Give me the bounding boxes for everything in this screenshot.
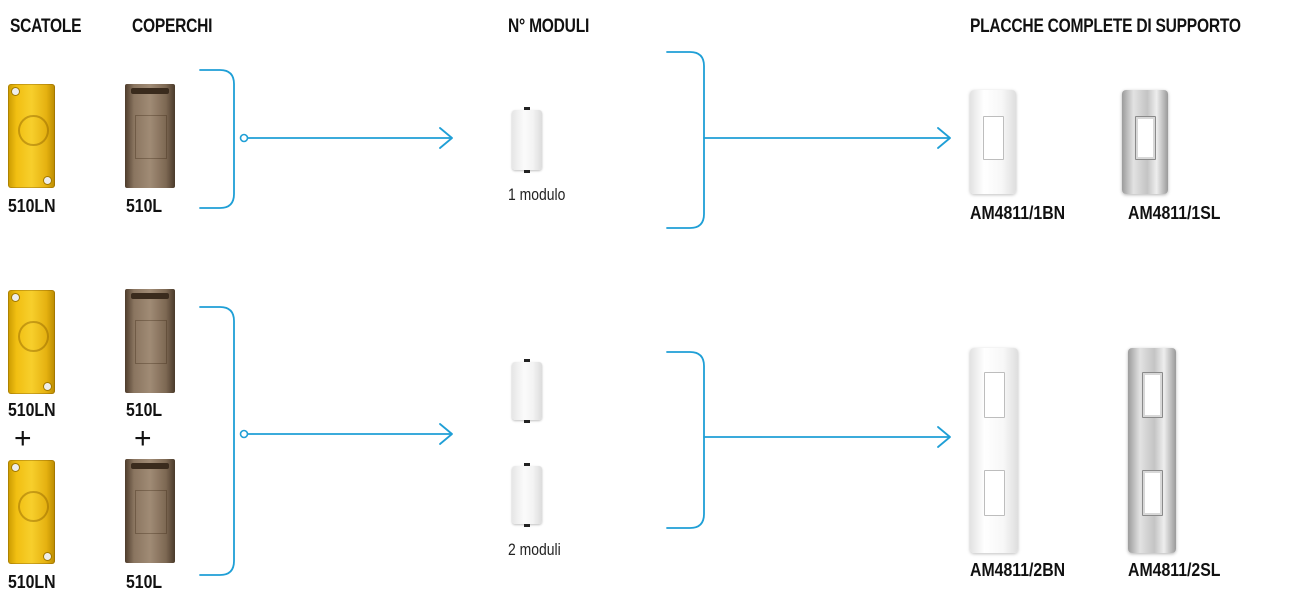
cover-510l-icon [125, 289, 175, 393]
header-scatole: SCATOLE [10, 16, 82, 37]
cover-code: 510L [126, 196, 163, 216]
arrow-right-icon [439, 423, 453, 445]
arrow-right-icon [439, 127, 453, 149]
module-label: 2 moduli [508, 540, 561, 559]
box-code-bottom: 510LN [8, 572, 56, 592]
module-label: 1 modulo [508, 185, 566, 204]
box-510ln-icon [8, 84, 55, 188]
plate-silver-2-icon [1128, 348, 1176, 553]
plate-silver-code: AM4811/1SL [1128, 203, 1221, 223]
box-code-top: 510LN [8, 400, 56, 420]
plus-icon: + [134, 422, 152, 455]
cover-code-top: 510L [126, 400, 163, 420]
bracket-icon [199, 306, 235, 576]
plate-white-1-icon [970, 90, 1016, 194]
connector-dot [239, 429, 249, 439]
arrow-right-icon [937, 426, 951, 448]
cover-510l-icon [125, 84, 175, 188]
plate-white-code: AM4811/1BN [970, 203, 1066, 223]
module-icon [512, 463, 542, 527]
cover-code-bottom: 510L [126, 572, 163, 592]
module-icon [512, 107, 542, 173]
header-placche: PLACCHE COMPLETE DI SUPPORTO [970, 16, 1241, 37]
arrow-right-icon [937, 127, 951, 149]
bracket-icon [666, 51, 705, 229]
box-510ln-icon [8, 460, 55, 564]
box-510ln-icon [8, 290, 55, 394]
plate-silver-1-icon [1122, 90, 1168, 194]
header-coperchi: COPERCHI [132, 16, 213, 37]
header-moduli: N° MODULI [508, 16, 590, 37]
connector-dot [239, 133, 249, 143]
bracket-icon [199, 69, 235, 209]
module-icon [512, 359, 542, 423]
plate-silver-code: AM4811/2SL [1128, 560, 1221, 580]
cover-510l-icon [125, 459, 175, 563]
bracket-icon [666, 351, 705, 529]
plate-white-code: AM4811/2BN [970, 560, 1066, 580]
box-code: 510LN [8, 196, 56, 216]
plus-icon: + [14, 422, 32, 455]
plate-white-2-icon [970, 348, 1018, 553]
